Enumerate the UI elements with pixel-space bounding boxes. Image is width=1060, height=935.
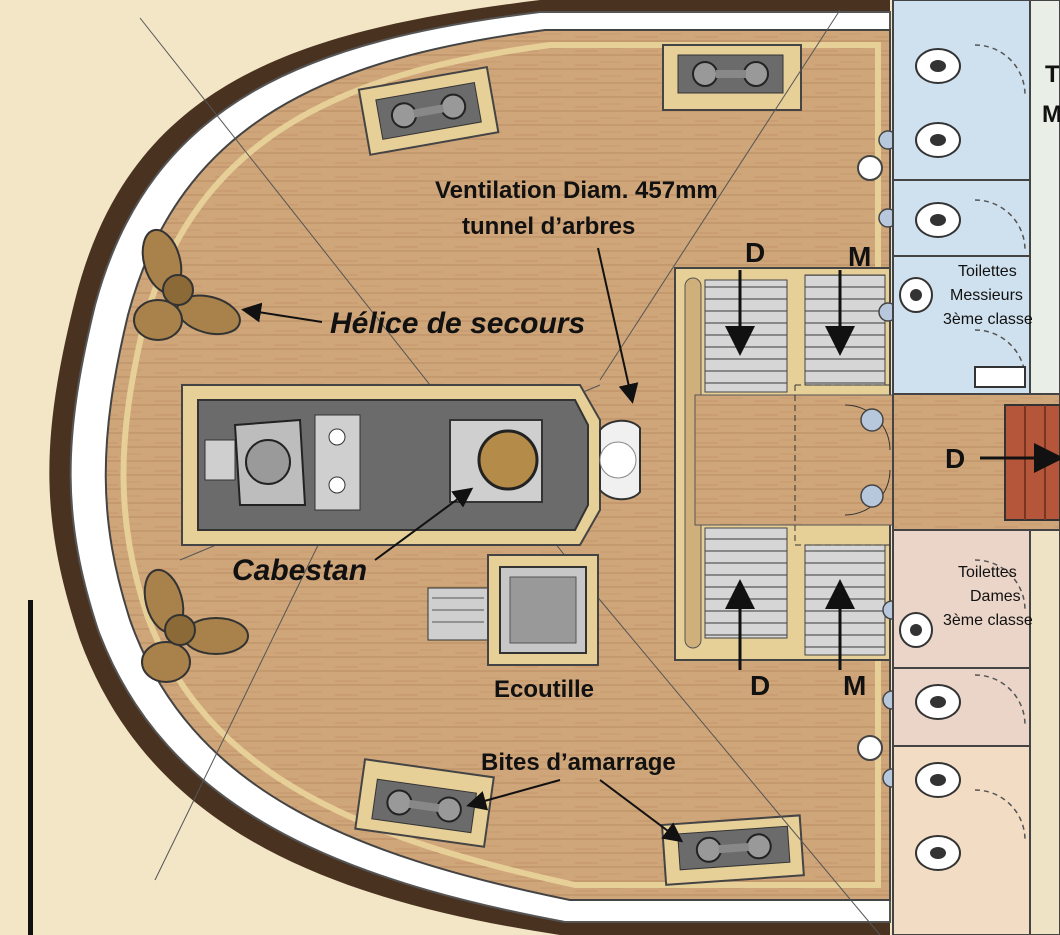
- partial-label-m: M: [1042, 101, 1060, 128]
- deck-inner-border: [120, 42, 881, 888]
- stair-block: [674, 267, 896, 661]
- stair-letter-bottom-left: D: [750, 670, 770, 701]
- toilets-women-line3: 3ème classe: [943, 612, 1033, 629]
- toilets-women-line2: Dames: [970, 588, 1021, 605]
- mooring-bitt-top-left: [357, 65, 500, 156]
- stair-letter-bottom-right: M: [843, 670, 866, 701]
- spare-propeller-bottom: [141, 568, 249, 683]
- toilet-rooms: [892, 0, 1060, 935]
- mooring-bitts-label: Bites d’amarrage: [481, 749, 676, 776]
- stair-letter-corridor: D: [945, 443, 965, 474]
- ventilation-label-line1: Ventilation Diam. 457mm: [435, 177, 718, 204]
- toilets-men-line2: Messieurs: [950, 287, 1023, 304]
- toilets-men-line1: Toilettes: [958, 263, 1017, 280]
- mooring-bitt-bottom-right: [660, 814, 805, 886]
- mooring-bitt-bottom-left: [354, 758, 495, 848]
- capstan-drum: [477, 429, 539, 491]
- stair-letter-top-right: M: [848, 241, 871, 272]
- ventilation-label-line2: tunnel d’arbres: [462, 213, 635, 240]
- partial-label-t: T: [1045, 61, 1060, 88]
- capstan-platform: [181, 384, 601, 546]
- red-stair: [1004, 404, 1060, 521]
- ventilation-dome: [599, 419, 641, 501]
- stair-letter-top-left: D: [745, 237, 765, 268]
- toilets-men-line3: 3ème classe: [943, 311, 1033, 328]
- spare-propeller-label: Hélice de secours: [330, 307, 585, 340]
- stair-direction-arrows: [725, 270, 1060, 670]
- spare-propeller-top: [133, 228, 241, 341]
- mooring-bitt-top-right: [662, 44, 802, 111]
- hatch: [427, 554, 599, 666]
- capstan-label: Cabestan: [232, 554, 367, 587]
- scale-bar: [28, 600, 33, 935]
- portholes: [857, 155, 883, 761]
- leader-lines: [241, 247, 684, 843]
- toilets-women-line1: Toilettes: [958, 564, 1017, 581]
- hatch-label: Ecoutille: [494, 676, 594, 703]
